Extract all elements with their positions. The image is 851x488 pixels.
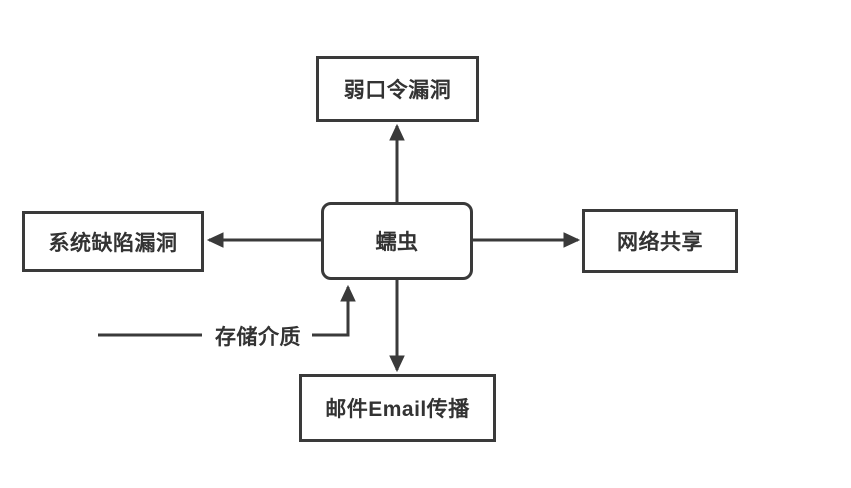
node-system-flaw-vulnerability: 系统缺陷漏洞 (22, 211, 204, 272)
node-weak-password-vulnerability: 弱口令漏洞 (316, 56, 479, 122)
node-email-propagation-label: 邮件Email传播 (325, 398, 470, 421)
arrow-storage-media-to-worm (312, 284, 356, 337)
node-email-propagation: 邮件Email传播 (299, 374, 496, 442)
node-weak-password-label: 弱口令漏洞 (343, 79, 452, 102)
node-system-flaw-label: 系统缺陷漏洞 (48, 231, 178, 255)
storage-media-label: 存储介质 (215, 325, 301, 349)
node-network-share-label: 网络共享 (617, 231, 703, 254)
node-worm: 蠕虫 (321, 202, 473, 280)
node-network-share: 网络共享 (582, 209, 738, 273)
node-worm-label: 蠕虫 (375, 231, 419, 254)
